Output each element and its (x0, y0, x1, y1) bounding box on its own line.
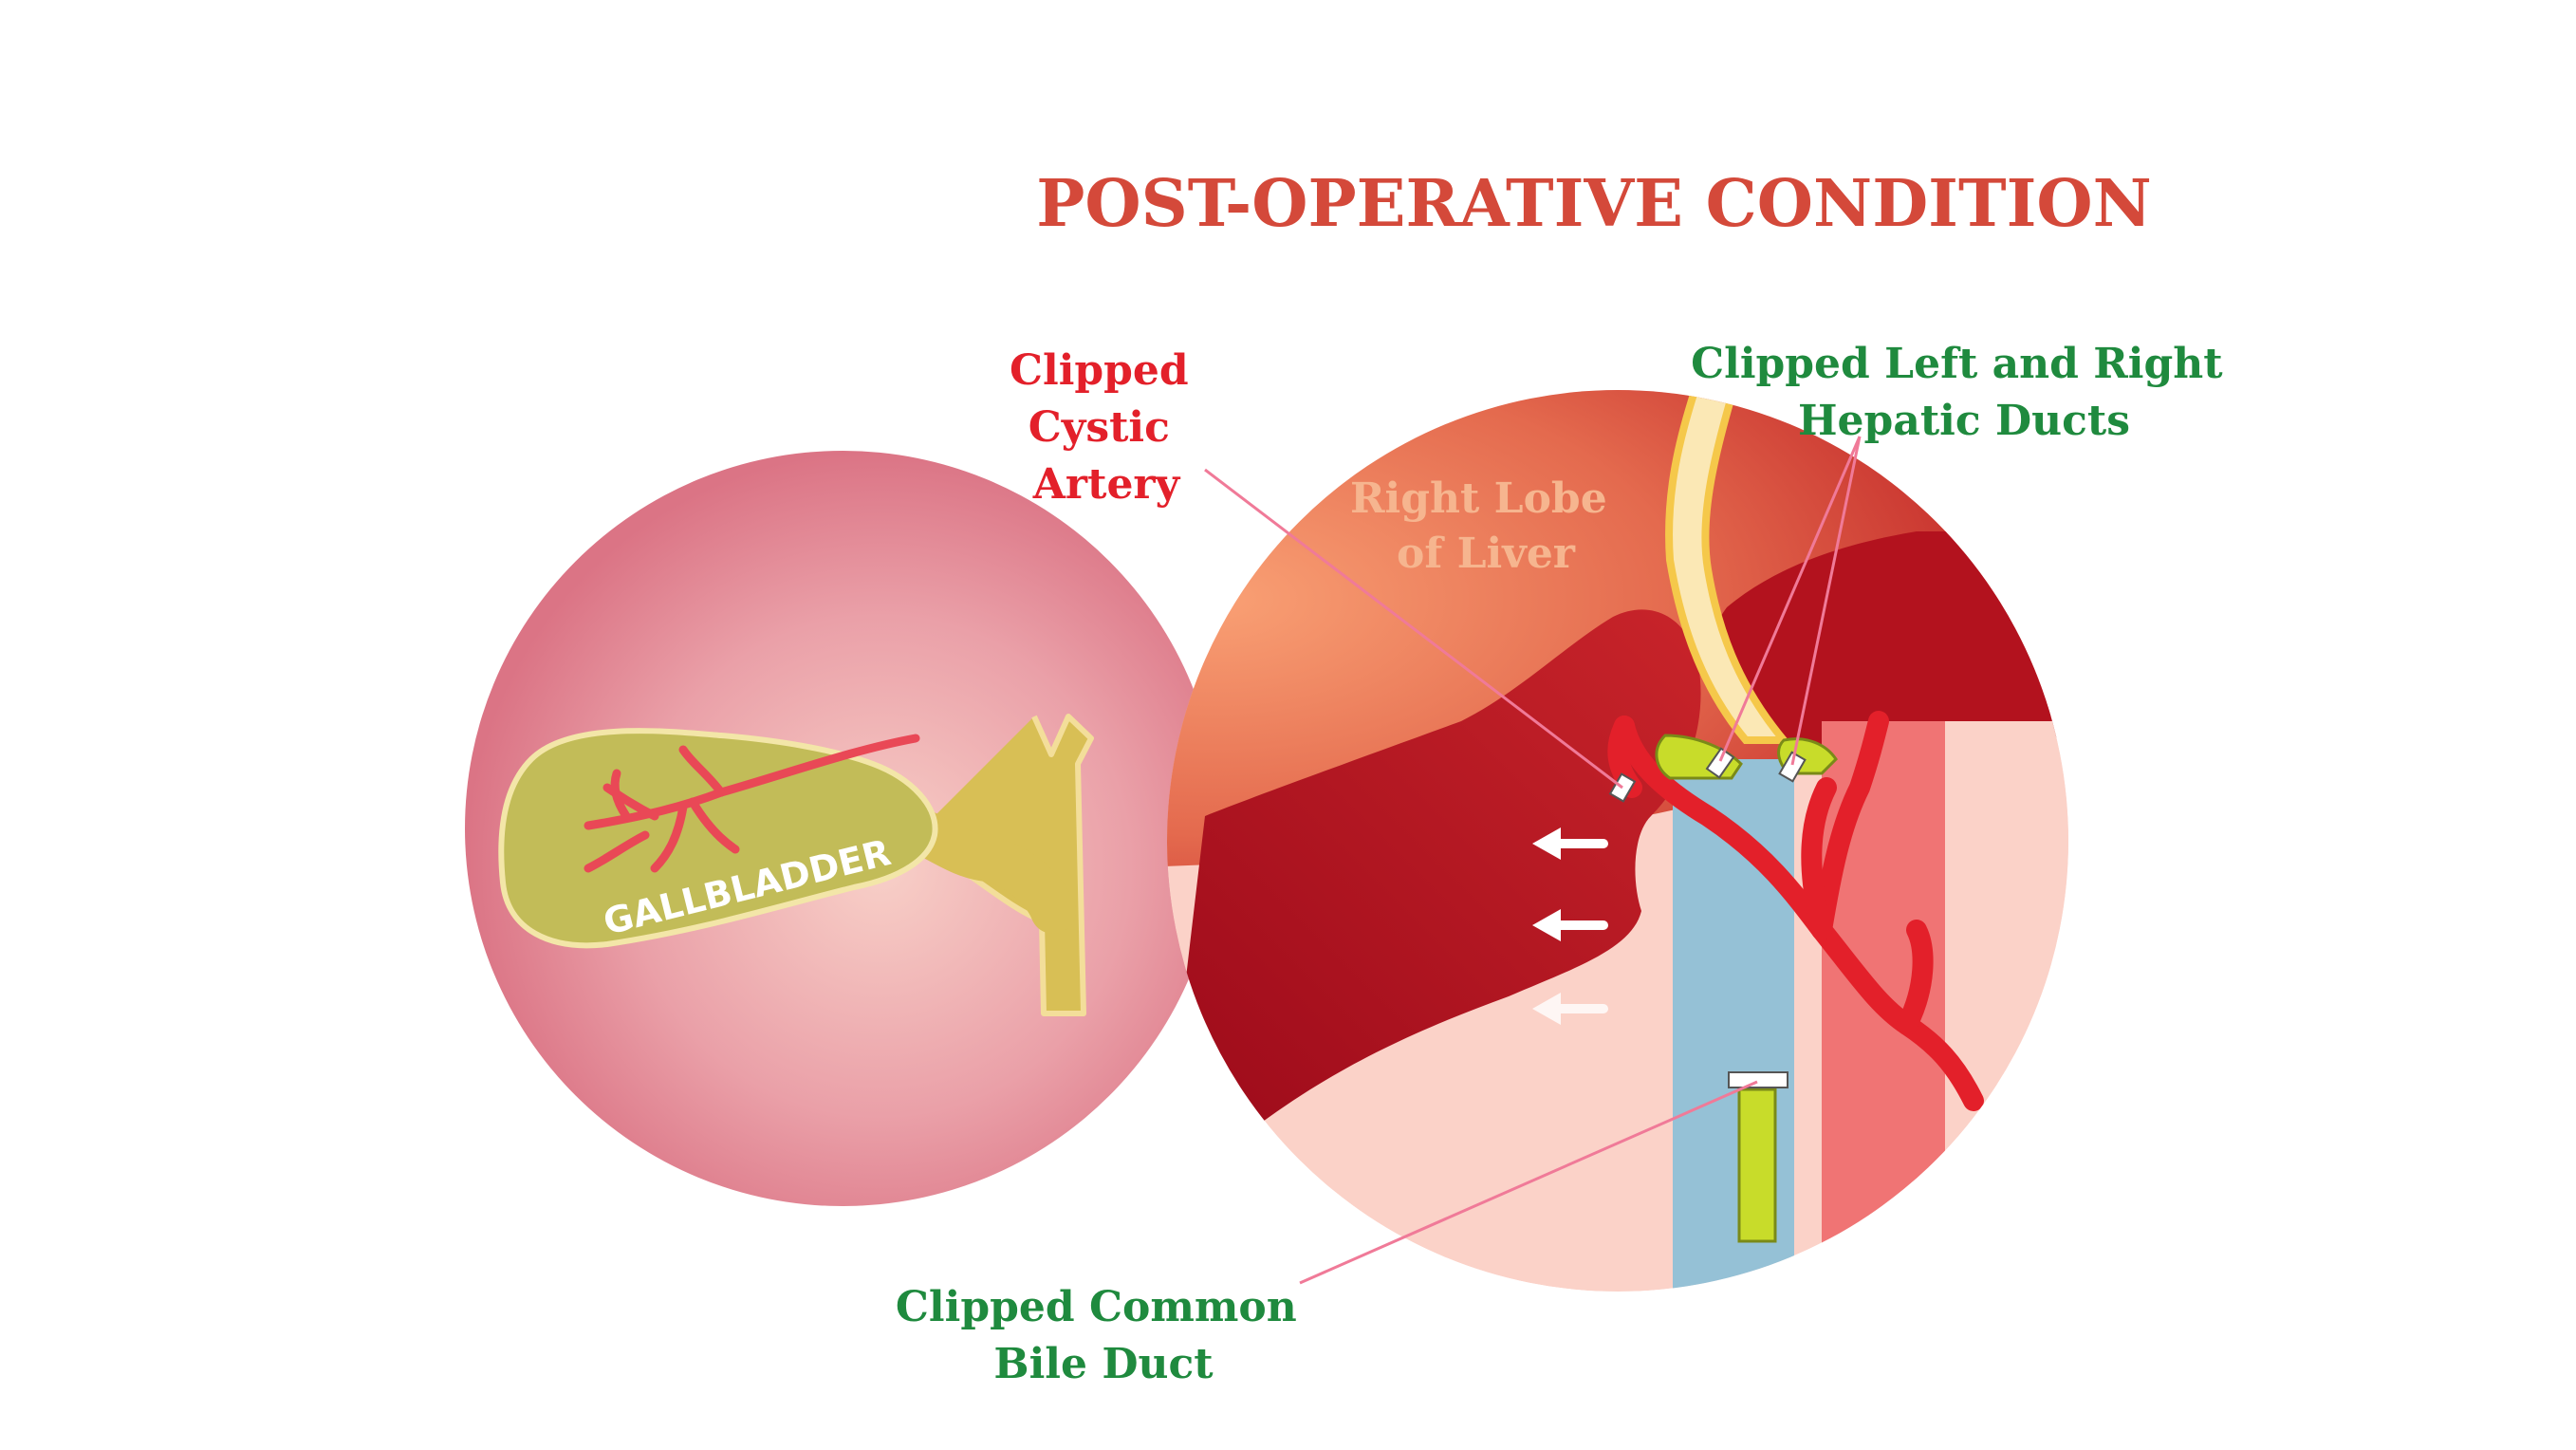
hepatic-ducts-line2: Hepatic Ducts (1798, 397, 2130, 445)
right-lobe-line1: Right Lobe (1350, 474, 1607, 523)
right-lobe-label: Right Lobe of Liver (1350, 474, 1622, 578)
common-bile-duct-label: Clipped Common Bile Duct (896, 1283, 1311, 1388)
arrow-left-icon (1532, 993, 1608, 1025)
right-lobe-of-liver (1167, 609, 1701, 1139)
arrow-left-icon (1532, 827, 1608, 860)
common-bile-duct-line2: Bile Duct (993, 1340, 1214, 1388)
leader-lines (1204, 436, 1862, 1285)
hepatic-ducts-line1: Clipped Left and Right (1691, 340, 2223, 388)
cystic-artery-branches (584, 734, 920, 873)
direction-arrows (1532, 827, 1608, 1025)
hepatic-artery (1607, 711, 1984, 1111)
left-hepatic-duct-clip (1705, 747, 1735, 779)
liver-panel (1167, 390, 2068, 1292)
cystic-artery-line1: Clipped (1010, 346, 1189, 395)
right-hepatic-duct-clip (1778, 751, 1807, 783)
cystic-artery-label: Clipped Cystic Artery (1010, 346, 1203, 509)
hepatic-ducts-label: Clipped Left and Right Hepatic Ducts (1691, 340, 2237, 445)
right-lobe-line2: of Liver (1397, 530, 1576, 578)
gallbladder-panel: GALLBLADDER (465, 451, 1220, 1206)
common-bile-duct-stub (1737, 1088, 1777, 1243)
page-title: POST-OPERATIVE CONDITION (1036, 166, 2152, 242)
common-bile-duct-clip (1728, 1071, 1788, 1088)
cystic-artery-line2: Cystic (1029, 403, 1170, 452)
cystic-artery-line3: Artery (1032, 460, 1181, 509)
arrow-left-icon (1532, 909, 1608, 941)
common-bile-duct-line1: Clipped Common (896, 1283, 1297, 1331)
